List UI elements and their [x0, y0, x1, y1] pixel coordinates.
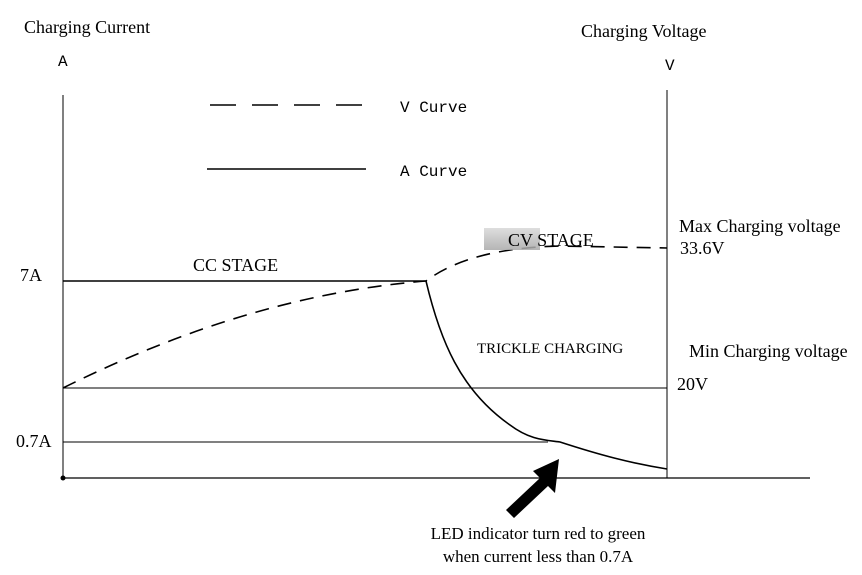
cc-stage-label: CC STAGE: [193, 255, 278, 275]
max-voltage-label: Max Charging voltage: [679, 216, 841, 236]
cv-stage-label: CV STAGE: [508, 230, 594, 250]
min-voltage-label: Min Charging voltage: [689, 341, 848, 361]
tick-20v: 20V: [677, 374, 708, 394]
a-curve: [425, 280, 668, 470]
watermark-overlay: [484, 228, 540, 250]
left-axis-unit: A: [58, 53, 68, 71]
v-curve: [62, 245, 668, 389]
right-axis-unit: V: [665, 57, 675, 75]
legend-a-label: A Curve: [400, 163, 467, 181]
tick-7a: 7A: [20, 265, 42, 285]
trickle-stage-label: TRICKLE CHARGING: [477, 341, 623, 357]
led-note-line-1: LED indicator turn red to green: [431, 524, 646, 543]
axis-origin-dot: [60, 475, 66, 481]
right-axis-title: Charging Voltage: [581, 21, 707, 41]
tick-0.7a: 0.7A: [16, 431, 52, 451]
led-note-line-2: when current less than 0.7A: [443, 547, 634, 566]
led-note-arrow: [506, 459, 559, 518]
tick-33.6v: 33.6V: [680, 238, 725, 258]
legend-v-label: V Curve: [400, 99, 467, 117]
left-axis-title: Charging Current: [24, 17, 150, 37]
